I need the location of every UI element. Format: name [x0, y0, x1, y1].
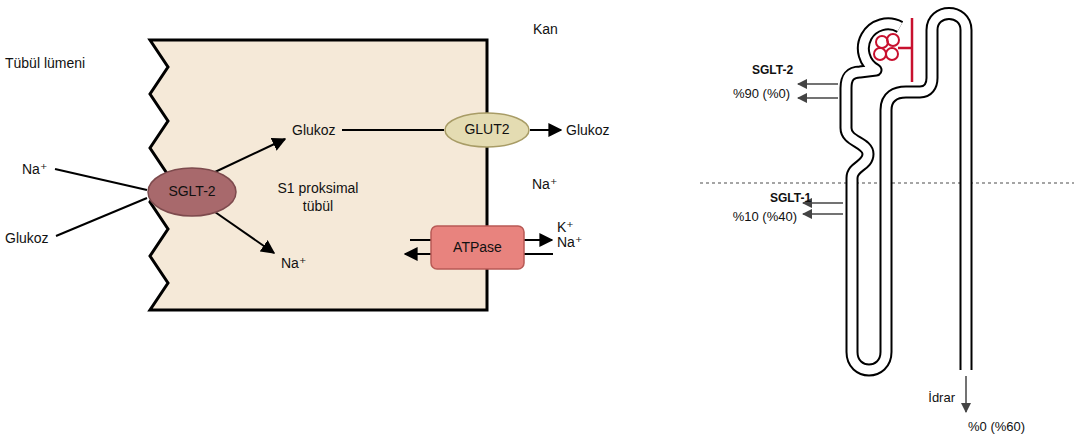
glomerulus-loop — [887, 34, 899, 46]
label-text: Glukoz — [566, 122, 610, 138]
flux-line — [56, 198, 147, 236]
node-text-holder: GLUT2 — [444, 112, 530, 148]
label-text: %10 (%40) — [733, 209, 797, 224]
glomerulus-loop — [886, 48, 898, 60]
nephron-wall — [846, 14, 966, 371]
flux-arrow — [405, 253, 431, 255]
label-text: Glukoz — [292, 122, 336, 138]
ion-label: Na⁺ — [532, 175, 557, 193]
node-text-holder: SGLT-2 — [147, 167, 237, 217]
transporter-ellipse: SGLT-2 — [147, 167, 237, 217]
node-text: ATPase — [453, 239, 502, 257]
label-text: Na⁺ — [281, 255, 306, 271]
solute-label: Glukoz — [5, 229, 49, 247]
node-text-holder: S1 proksimal tübül — [268, 180, 368, 215]
region-label: Kan — [533, 20, 558, 38]
label-text: SGLT-1 — [770, 191, 811, 205]
ion-label: Na⁺ — [22, 160, 47, 178]
label-text: %0 (%60) — [968, 419, 1025, 434]
ion-label: Na⁺ — [281, 254, 306, 272]
transporter-shape — [148, 168, 236, 216]
cell-body: SGLT-2GLUT2ATPaseS1 proksimal tübül — [150, 40, 487, 310]
label-text: Glukoz — [5, 230, 49, 246]
label-text: Na⁺ — [22, 161, 47, 177]
flux-line — [342, 129, 444, 131]
node-text: S1 proksimal tübül — [268, 180, 368, 215]
glomerulus-loop — [876, 36, 888, 48]
flux-arrow — [524, 239, 552, 241]
reabsorption-arrow — [798, 97, 838, 99]
node-text-holder: ATPase — [430, 225, 525, 270]
label-text: %90 (%0) — [733, 86, 790, 101]
label-text: Na⁺ — [532, 176, 557, 192]
label-text: SGLT-2 — [752, 63, 793, 77]
reabsorption-arrow — [803, 213, 843, 215]
ion-label: Na⁺ — [557, 233, 582, 251]
transporter-label: SGLT-1 — [770, 188, 811, 206]
ion-label: K⁺ — [557, 218, 574, 236]
label-text: Kan — [533, 21, 558, 37]
transporter-shape — [445, 113, 529, 147]
flux-arrow — [530, 129, 561, 131]
flux-line — [55, 169, 147, 190]
label-text: İdrar — [928, 390, 955, 405]
transporter-label: SGLT-2 — [752, 60, 793, 78]
pump-box: ATPase — [430, 225, 525, 270]
solute-label: Glukoz — [292, 121, 336, 139]
transporter-ellipse: GLUT2 — [444, 112, 530, 148]
reabsorption-arrow — [798, 83, 838, 85]
urine-arrow — [965, 376, 967, 412]
arteriole — [898, 47, 912, 50]
solute-label: Glukoz — [566, 121, 610, 139]
region-label: Tübül lümeni — [5, 54, 85, 72]
label-text: K⁺ — [557, 219, 574, 235]
node-text: SGLT-2 — [168, 183, 215, 201]
flux-line — [524, 253, 553, 255]
label-text: Na⁺ — [557, 234, 582, 250]
pump-shape — [431, 226, 524, 269]
flux-line — [410, 239, 431, 241]
nephron-lumen — [846, 14, 966, 372]
arteriole — [911, 18, 914, 82]
node-text: GLUT2 — [464, 121, 509, 139]
glomerulus-loop — [874, 48, 886, 60]
label-text: Tübül lümeni — [5, 55, 85, 71]
percent-label: %90 (%0) — [733, 84, 790, 102]
urine-label: İdrar — [928, 388, 955, 406]
percent-label: %10 (%40) — [733, 207, 797, 225]
percent-label: %0 (%60) — [968, 417, 1025, 435]
